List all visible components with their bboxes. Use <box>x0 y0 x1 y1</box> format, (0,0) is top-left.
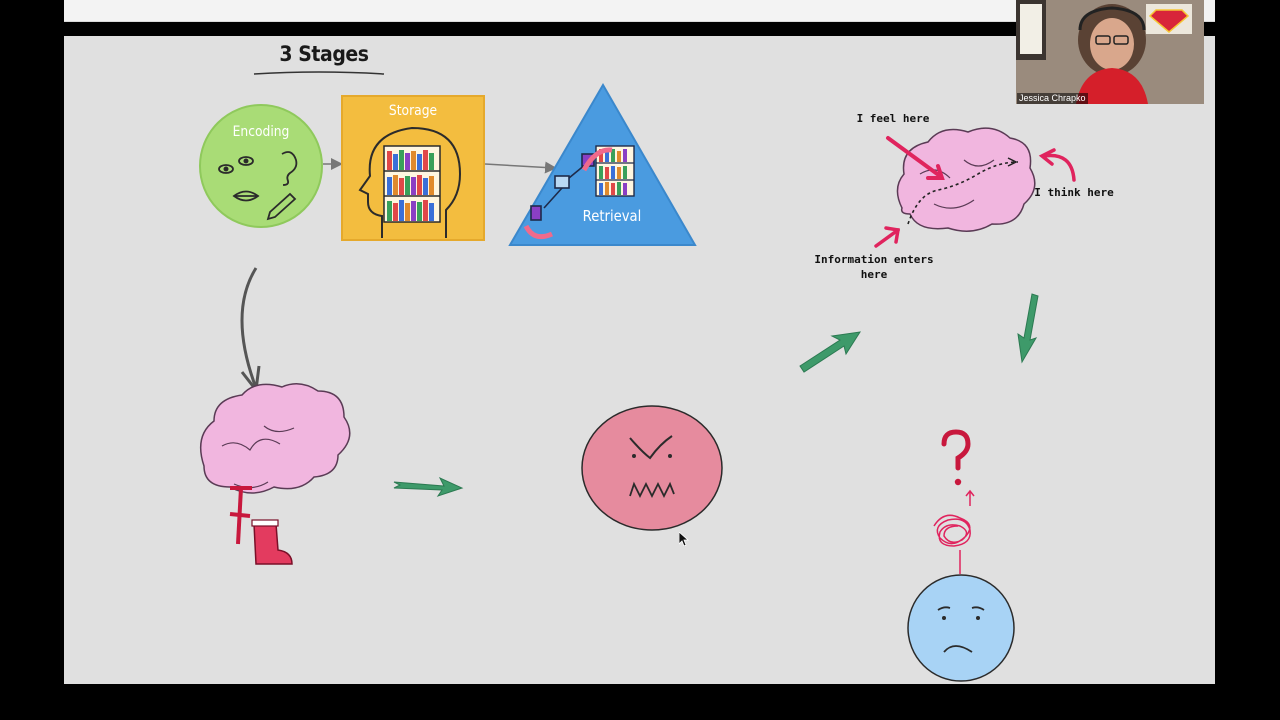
confusion-graphic <box>907 429 1015 682</box>
retrieval-bookshelf-icon <box>595 145 635 197</box>
red-arrow-think <box>1038 148 1076 182</box>
participant-name-label: Jessica Chrapko <box>1017 93 1088 104</box>
red-arrow-enters <box>874 226 901 248</box>
slide-title: 3 Stages <box>279 42 369 66</box>
scribble-icon <box>933 514 971 547</box>
note-enters-line-2: here <box>860 268 888 281</box>
mouse-cursor-icon <box>679 532 689 546</box>
presentation-slide: 3 Stages Encoding Storage Retrieval I fe… <box>64 36 1215 684</box>
cast-icon <box>251 519 293 565</box>
crutch-icon <box>229 486 252 545</box>
thinking-brain-graphic <box>896 127 1036 232</box>
slide-illustrations <box>199 71 1076 682</box>
storage-label: Storage <box>388 103 438 119</box>
cycle-arrow-icon-2 <box>523 224 554 240</box>
encoding-label: Encoding <box>232 124 290 140</box>
retrieval-label: Retrieval <box>582 207 642 225</box>
bookshelf-icon <box>383 145 441 223</box>
note-information-enters-here: Information enters here <box>804 252 944 282</box>
lips-icon <box>232 190 260 202</box>
angry-face-graphic <box>581 405 723 531</box>
eye-icon <box>218 156 254 174</box>
pencil-icon <box>266 192 297 221</box>
ear-icon <box>281 151 298 186</box>
encoding-stage-graphic <box>199 104 323 228</box>
sad-face <box>907 574 1015 682</box>
note-i-feel-here: I feel here <box>856 112 930 125</box>
title-underline <box>253 71 385 75</box>
green-arrow-up-right <box>799 331 862 373</box>
storage-stage-graphic <box>341 95 485 241</box>
green-arrow-right <box>393 476 464 497</box>
curved-gray-arrow <box>240 267 258 389</box>
head-silhouette-icon <box>358 126 462 238</box>
retrieval-stage-graphic <box>508 83 697 246</box>
note-enters-line-1: Information enters <box>814 253 934 266</box>
question-mark-icon <box>941 429 971 471</box>
cycle-arrow-icon <box>581 147 613 172</box>
green-arrow-down <box>1017 293 1039 364</box>
superhero-emblem-icon <box>1148 9 1190 33</box>
participant-video <box>1016 0 1204 104</box>
webcam-video-tile[interactable] <box>1016 0 1204 104</box>
brain-with-crutch-graphic <box>199 383 351 565</box>
red-arrow-feel <box>886 136 945 180</box>
top-toolbar-strip <box>64 0 1215 22</box>
note-i-think-here: I think here <box>1034 186 1114 199</box>
